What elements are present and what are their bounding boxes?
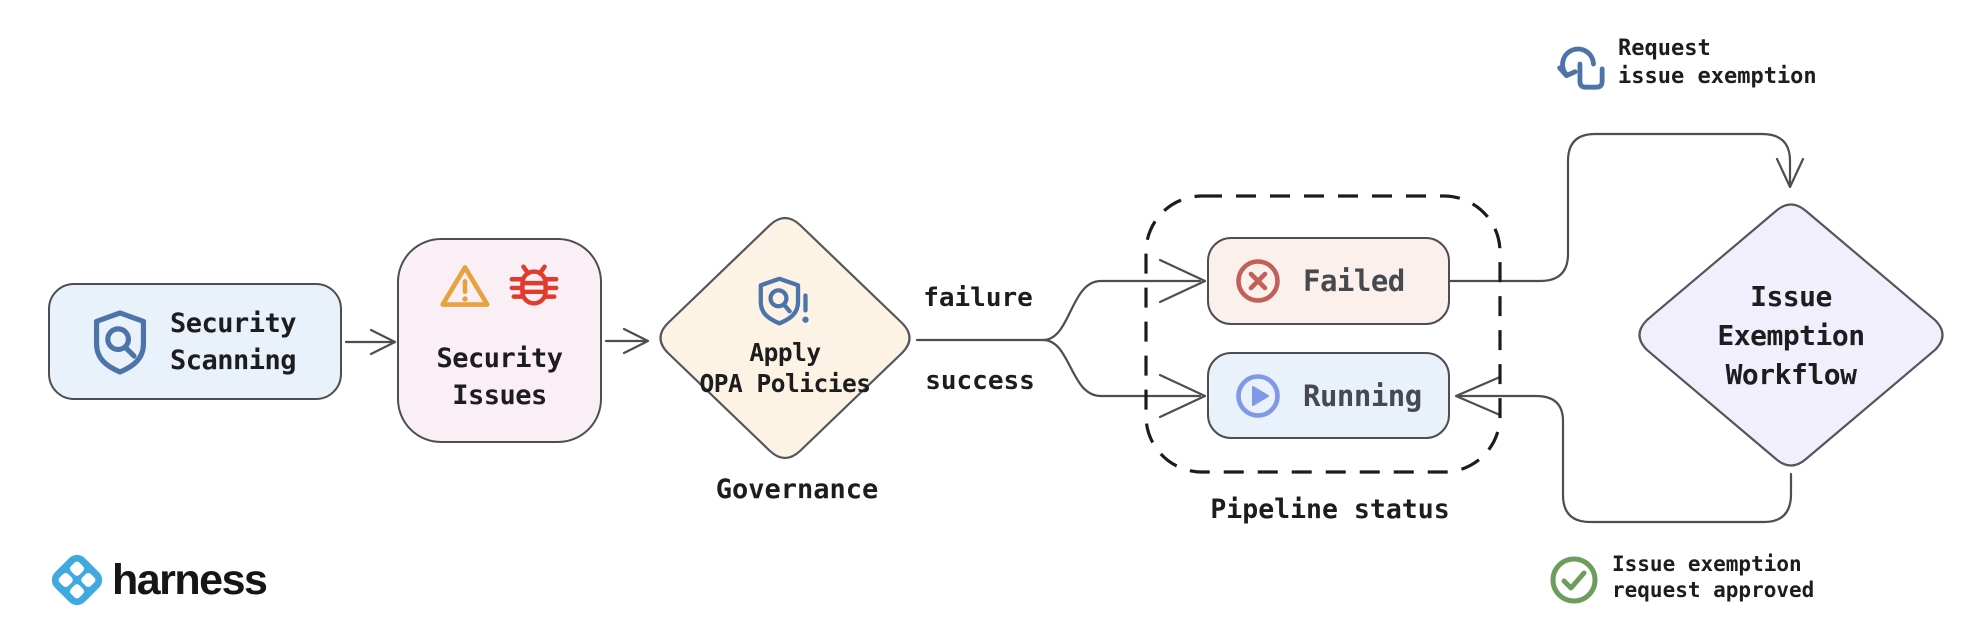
node-apply-opa-content: Apply OPA Policies [685,248,885,426]
pipeline-status-container [1144,194,1502,474]
harness-logo: harness [48,551,268,609]
node-label: Failed [1303,264,1405,298]
harness-logo-text: harness [112,555,268,604]
issue-icons [439,258,561,314]
node-label: Running [1303,378,1422,413]
arrowhead [1158,373,1207,419]
node-security-scanning: Security Scanning [48,283,342,400]
play-icon [1236,373,1280,418]
node-issue-exemption-content: Issue Exemption Workflow [1641,276,1941,394]
node-failed: Failed [1207,237,1450,325]
node-security-issues: Security Issues [397,238,602,443]
tap-icon [1557,46,1605,90]
node-running: Running [1207,352,1450,439]
arrowhead [622,327,650,355]
edge-workflow-to-running [1457,394,1793,524]
pipeline-status-caption: Pipeline status [1210,494,1450,525]
arrowhead [1454,375,1502,417]
node-label: Security Scanning [170,307,297,376]
bug-icon [509,264,558,306]
exemption-approved-annotation: Issue exemption request approved [1612,552,1815,602]
circle-x-icon [1236,259,1280,303]
success-edge-label: success [925,366,1035,396]
arrowhead [369,328,397,356]
edge-failed-to-workflow [1448,132,1792,283]
node-label: Apply OPA Policies [699,338,871,398]
policy-shield-icon [758,276,809,326]
arrowhead [1158,258,1207,304]
failure-edge-label: failure [923,283,1033,313]
node-label: Security Issues [436,343,563,411]
governance-caption: Governance [715,474,879,505]
node-label: Issue Exemption Workflow [1717,279,1865,391]
warning-icon [439,265,490,307]
check-circle-icon [1550,556,1598,604]
shield-search-icon [93,309,147,375]
node-issue-exemption-diamond [1638,203,1944,467]
harness-logo-icon [51,554,103,606]
request-exemption-annotation: Request issue exemption [1618,36,1817,89]
edge-success [1041,338,1202,398]
node-apply-opa-diamond [659,216,911,460]
arrowhead [1775,157,1805,189]
